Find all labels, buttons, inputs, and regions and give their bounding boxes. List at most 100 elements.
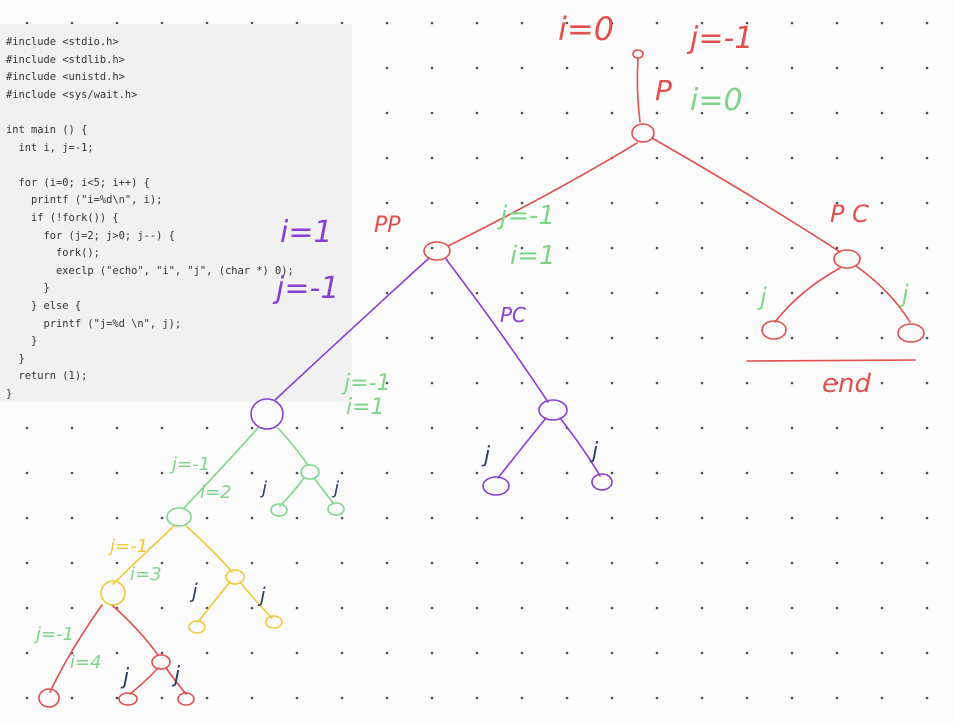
grid-dot [880,561,884,565]
purple-leaf-right [591,473,613,491]
grid-dot [700,696,704,700]
grid-dot [610,606,614,610]
grid-dot [655,561,659,565]
grid-dot [745,21,749,25]
grid-dot [430,111,434,115]
grid-dot [340,516,344,520]
label-yellow-leaf-j1: j [189,579,198,603]
grid-dot [610,651,614,655]
label-left-j: j=-1 [272,271,339,306]
code-line: for (j=2; j>0; j--) { [6,229,175,242]
grid-dot [115,21,119,25]
grid-dot [610,291,614,295]
grid-dot [790,561,794,565]
grid-dot [610,696,614,700]
grid-dot [430,156,434,160]
grid-dot [70,606,74,610]
label-right-j2: j [899,280,909,308]
grid-dot [115,471,119,475]
grid-dot [160,471,164,475]
grid-dot [520,156,524,160]
grid-dot [700,426,704,430]
grid-dot [70,696,74,700]
grid-dot [790,381,794,385]
code-line: #include <stdio.h> [6,36,119,48]
grid-dot [295,696,299,700]
purple-left-node [250,398,284,430]
grid-dot [880,246,884,250]
grid-dot [385,246,389,250]
grid-dot [835,516,839,520]
grid-dot [70,516,74,520]
grid-dot [790,291,794,295]
grid-dot [160,516,164,520]
grid-dot [205,561,209,565]
label-end: end [822,369,871,399]
grid-dot [475,336,479,340]
grid-dot [790,696,794,700]
grid-dot [565,21,569,25]
edge-pc-right [855,265,911,323]
grid-dot [520,111,524,115]
yellow-nodes [100,569,283,634]
grid-dot [520,381,524,385]
edge-purple-right-leaf2 [559,417,601,477]
grid-dot [745,156,749,160]
grid-dot [655,291,659,295]
grid-dot [520,291,524,295]
grid-dot [385,471,389,475]
grid-dot [565,651,569,655]
grid-dot [925,21,929,25]
grid-dot [925,381,929,385]
grid-dot [880,66,884,70]
grid-dot [610,66,614,70]
label-top-j: j=-1 [686,21,753,56]
grid-dot [520,201,524,205]
grid-dot [25,516,29,520]
grid-dot [385,201,389,205]
grid-dot [70,426,74,430]
grid-dot [115,561,119,565]
grid-dot [790,201,794,205]
grid-dot [655,606,659,610]
grid-dot [655,21,659,25]
grid-dot [835,561,839,565]
edge-red-leaf-left [49,604,103,693]
grid-dot [340,471,344,475]
grid-dot [385,516,389,520]
grid-dot [610,426,614,430]
grid-dot [790,336,794,340]
grid-dot [250,471,254,475]
grid-dot [925,246,929,250]
label-red-i: i=4 [70,652,102,673]
root-node [631,123,655,143]
pc-right-leaf [897,323,925,343]
red-tree [49,57,916,695]
grid-dot [745,381,749,385]
grid-dot [475,561,479,565]
edge-pp-right [445,258,549,403]
grid-dot [835,471,839,475]
grid-dot [610,471,614,475]
green-node [166,507,192,527]
grid-dot [25,471,29,475]
edge-root-to-pp [447,142,638,247]
label-purple-leaf-j1: j [481,443,491,468]
code-line: } else { [6,299,82,312]
grid-dot [475,651,479,655]
grid-dot [835,21,839,25]
grid-dot [250,651,254,655]
grid-dot [340,21,344,25]
code-line: return (1); [6,370,88,383]
grid-dot [205,651,209,655]
grid-dot [835,336,839,340]
labels: i=0 j=-1 P i=0 i=1 j=-1 PP j=-1 i=1 PC P… [33,10,909,690]
grid-dot [880,201,884,205]
grid-dot [475,471,479,475]
root-top-node [632,49,644,59]
label-green-leaf-j1: j [259,478,267,499]
grid-dot [700,201,704,205]
purple-tree [274,258,601,479]
grid-dot [430,651,434,655]
